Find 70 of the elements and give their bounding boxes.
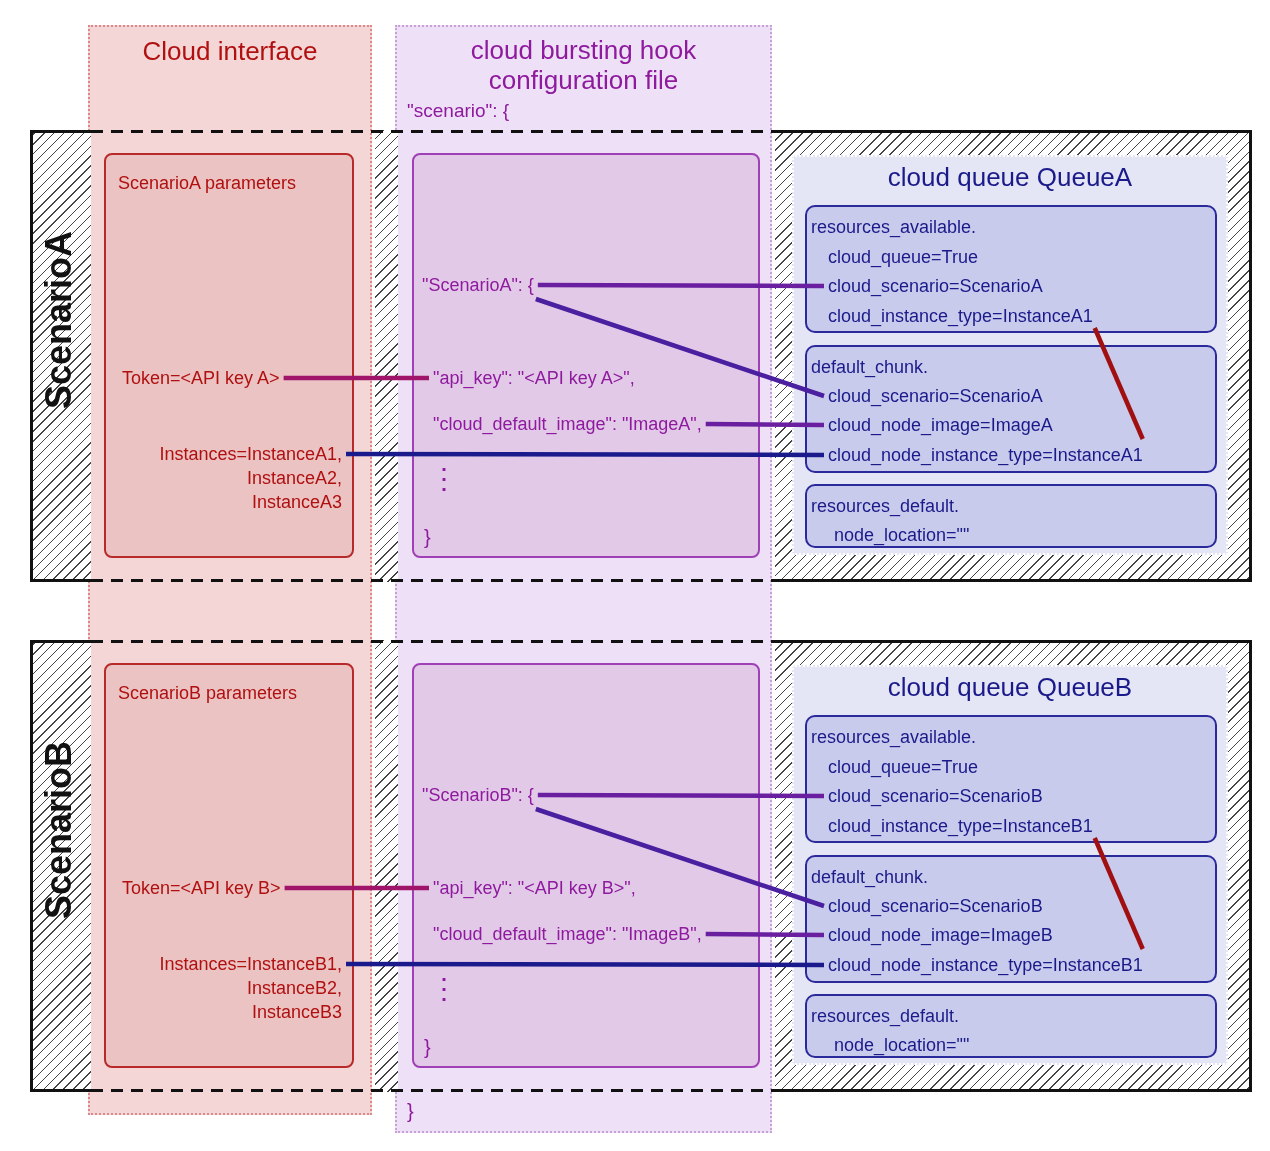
attribute-text: cloud_queue=True	[828, 245, 978, 269]
connector-line	[346, 451, 824, 458]
config-line-text: "ScenarioA": {	[422, 273, 534, 297]
connector-line	[537, 282, 824, 289]
column-title: Cloud interface	[141, 39, 319, 63]
connector-line	[284, 885, 429, 891]
panel-title: ScenarioB parameters	[118, 682, 298, 705]
attribute-group-box	[805, 484, 1217, 548]
attribute-text: node_location=""	[834, 1034, 970, 1057]
parameter-text: Token=<API key A>	[122, 366, 280, 390]
attribute-text: cloud_scenario=ScenarioB	[828, 894, 1043, 918]
config-panel	[412, 663, 760, 1068]
parameter-text: Instances=InstanceB1, InstanceB2, InstanceB3	[110, 952, 342, 1024]
connector-line	[537, 792, 824, 799]
attribute-group-box	[805, 994, 1217, 1058]
config-line-text: }	[407, 1099, 414, 1123]
connector-line	[283, 375, 429, 381]
attribute-text: cloud_node_instance_type=InstanceA1	[828, 443, 1143, 467]
config-line-text: "scenario": {	[407, 99, 510, 123]
panel-title: cloud queue QueueA	[886, 165, 1134, 189]
connector-line	[346, 961, 824, 968]
ellipsis-text: ⋮	[430, 467, 458, 491]
config-line-text: "ScenarioB": {	[422, 783, 534, 807]
attribute-group-box	[805, 205, 1217, 333]
ellipsis-text: ⋮	[430, 977, 458, 1001]
parameter-text: Instances=InstanceA1, InstanceA2, InstanceA3	[110, 442, 342, 514]
attribute-group-box	[805, 345, 1217, 473]
scenario-band	[30, 640, 1252, 1092]
parameter-text: Token=<API key B>	[122, 876, 281, 900]
attribute-text: cloud_instance_type=InstanceA1	[828, 304, 1093, 328]
group-heading: resources_default.	[811, 1005, 960, 1028]
group-heading: resources_available.	[811, 216, 977, 239]
connector-line	[1092, 327, 1145, 440]
config-line-text: "cloud_default_image": "ImageB",	[433, 922, 702, 946]
group-heading: default_chunk.	[811, 356, 929, 379]
attribute-text: cloud_scenario=ScenarioA	[828, 274, 1043, 298]
config-line-text: "api_key": "<API key A>",	[433, 366, 635, 390]
connector-line	[705, 931, 824, 938]
attribute-text: cloud_node_image=ImageB	[828, 923, 1053, 947]
connector-line	[535, 296, 825, 399]
group-heading: default_chunk.	[811, 866, 929, 889]
config-line-text: }	[424, 525, 431, 549]
group-heading: resources_default.	[811, 495, 960, 518]
group-heading: resources_available.	[811, 726, 977, 749]
panel-title: ScenarioA parameters	[118, 172, 297, 195]
attribute-text: node_location=""	[834, 524, 970, 547]
connector-line	[535, 806, 825, 909]
config-line-text: "cloud_default_image": "ImageA",	[433, 412, 702, 436]
band-title: ScenarioB	[39, 740, 79, 920]
attribute-text: cloud_instance_type=InstanceB1	[828, 814, 1093, 838]
parameters-panel	[104, 153, 354, 558]
queue-panel	[792, 155, 1228, 555]
attribute-text: cloud_queue=True	[828, 755, 978, 779]
parameters-panel	[104, 663, 354, 1068]
column-title: cloud bursting hook configuration file	[469, 35, 698, 95]
connector-line	[1092, 837, 1145, 950]
attribute-group-box	[805, 715, 1217, 843]
config-panel	[412, 153, 760, 558]
attribute-text: cloud_node_instance_type=InstanceB1	[828, 953, 1143, 977]
config-line-text: }	[424, 1035, 431, 1059]
band-title: ScenarioA	[39, 230, 79, 410]
panel-title: cloud queue QueueB	[886, 675, 1134, 699]
config-line-text: "api_key": "<API key B>",	[433, 876, 636, 900]
attribute-text: cloud_node_image=ImageA	[828, 413, 1053, 437]
queue-panel	[792, 665, 1228, 1065]
connector-line	[705, 421, 824, 428]
scenario-band	[30, 130, 1252, 582]
attribute-text: cloud_scenario=ScenarioB	[828, 784, 1043, 808]
attribute-text: cloud_scenario=ScenarioA	[828, 384, 1043, 408]
attribute-group-box	[805, 855, 1217, 983]
